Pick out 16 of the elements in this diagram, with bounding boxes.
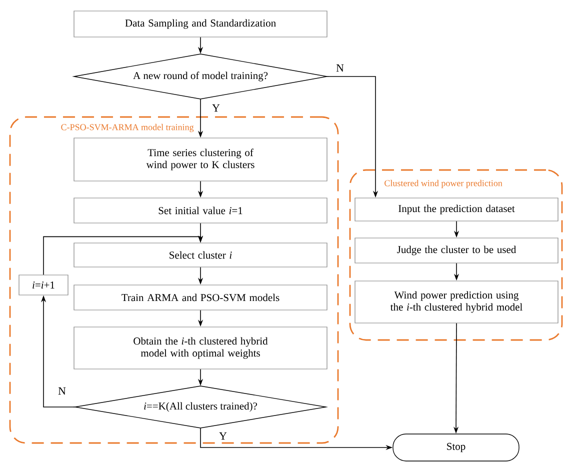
process-box: Input the prediction dataset xyxy=(354,198,558,222)
process-box: Set initial value i=1 xyxy=(74,198,328,224)
terminal-box: Stop xyxy=(392,434,520,462)
edge-label: N xyxy=(335,63,345,73)
arrow xyxy=(43,236,204,276)
process-box: Wind power prediction using the i-th clustered hybrid model xyxy=(354,280,558,324)
edge-label: Y xyxy=(218,431,228,441)
edge-label: Y xyxy=(211,103,221,113)
process-box: Data Sampling and Standardization xyxy=(74,10,328,38)
process-box: Select cluster i xyxy=(74,242,328,268)
process-box: Time series clustering of wind power to K clusters xyxy=(74,138,328,182)
edge-label: N xyxy=(57,386,67,396)
process-box: Obtain the i-th clustered hybrid model with optimal weights xyxy=(74,326,328,370)
process-box: i=i+1 xyxy=(18,274,68,296)
process-box: Train ARMA and PSO-SVM models xyxy=(74,284,328,310)
process-box: Judge the cluster to be used xyxy=(354,238,558,264)
